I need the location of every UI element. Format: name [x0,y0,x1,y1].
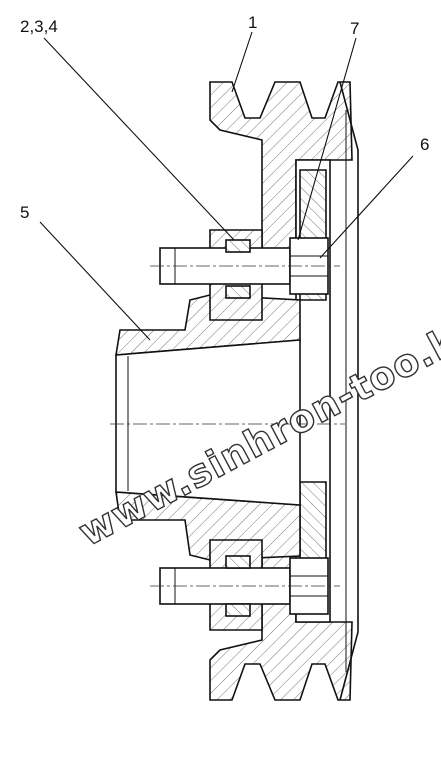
callout-7: 7 [350,19,359,38]
callout-6: 6 [420,135,429,154]
callout-2-3-4: 2,3,4 [20,17,58,36]
center-lines [110,265,345,587]
leader-lines [39,31,414,341]
bolt-upper [159,237,329,299]
callout-1: 1 [248,13,257,32]
callout-5: 5 [20,203,29,222]
